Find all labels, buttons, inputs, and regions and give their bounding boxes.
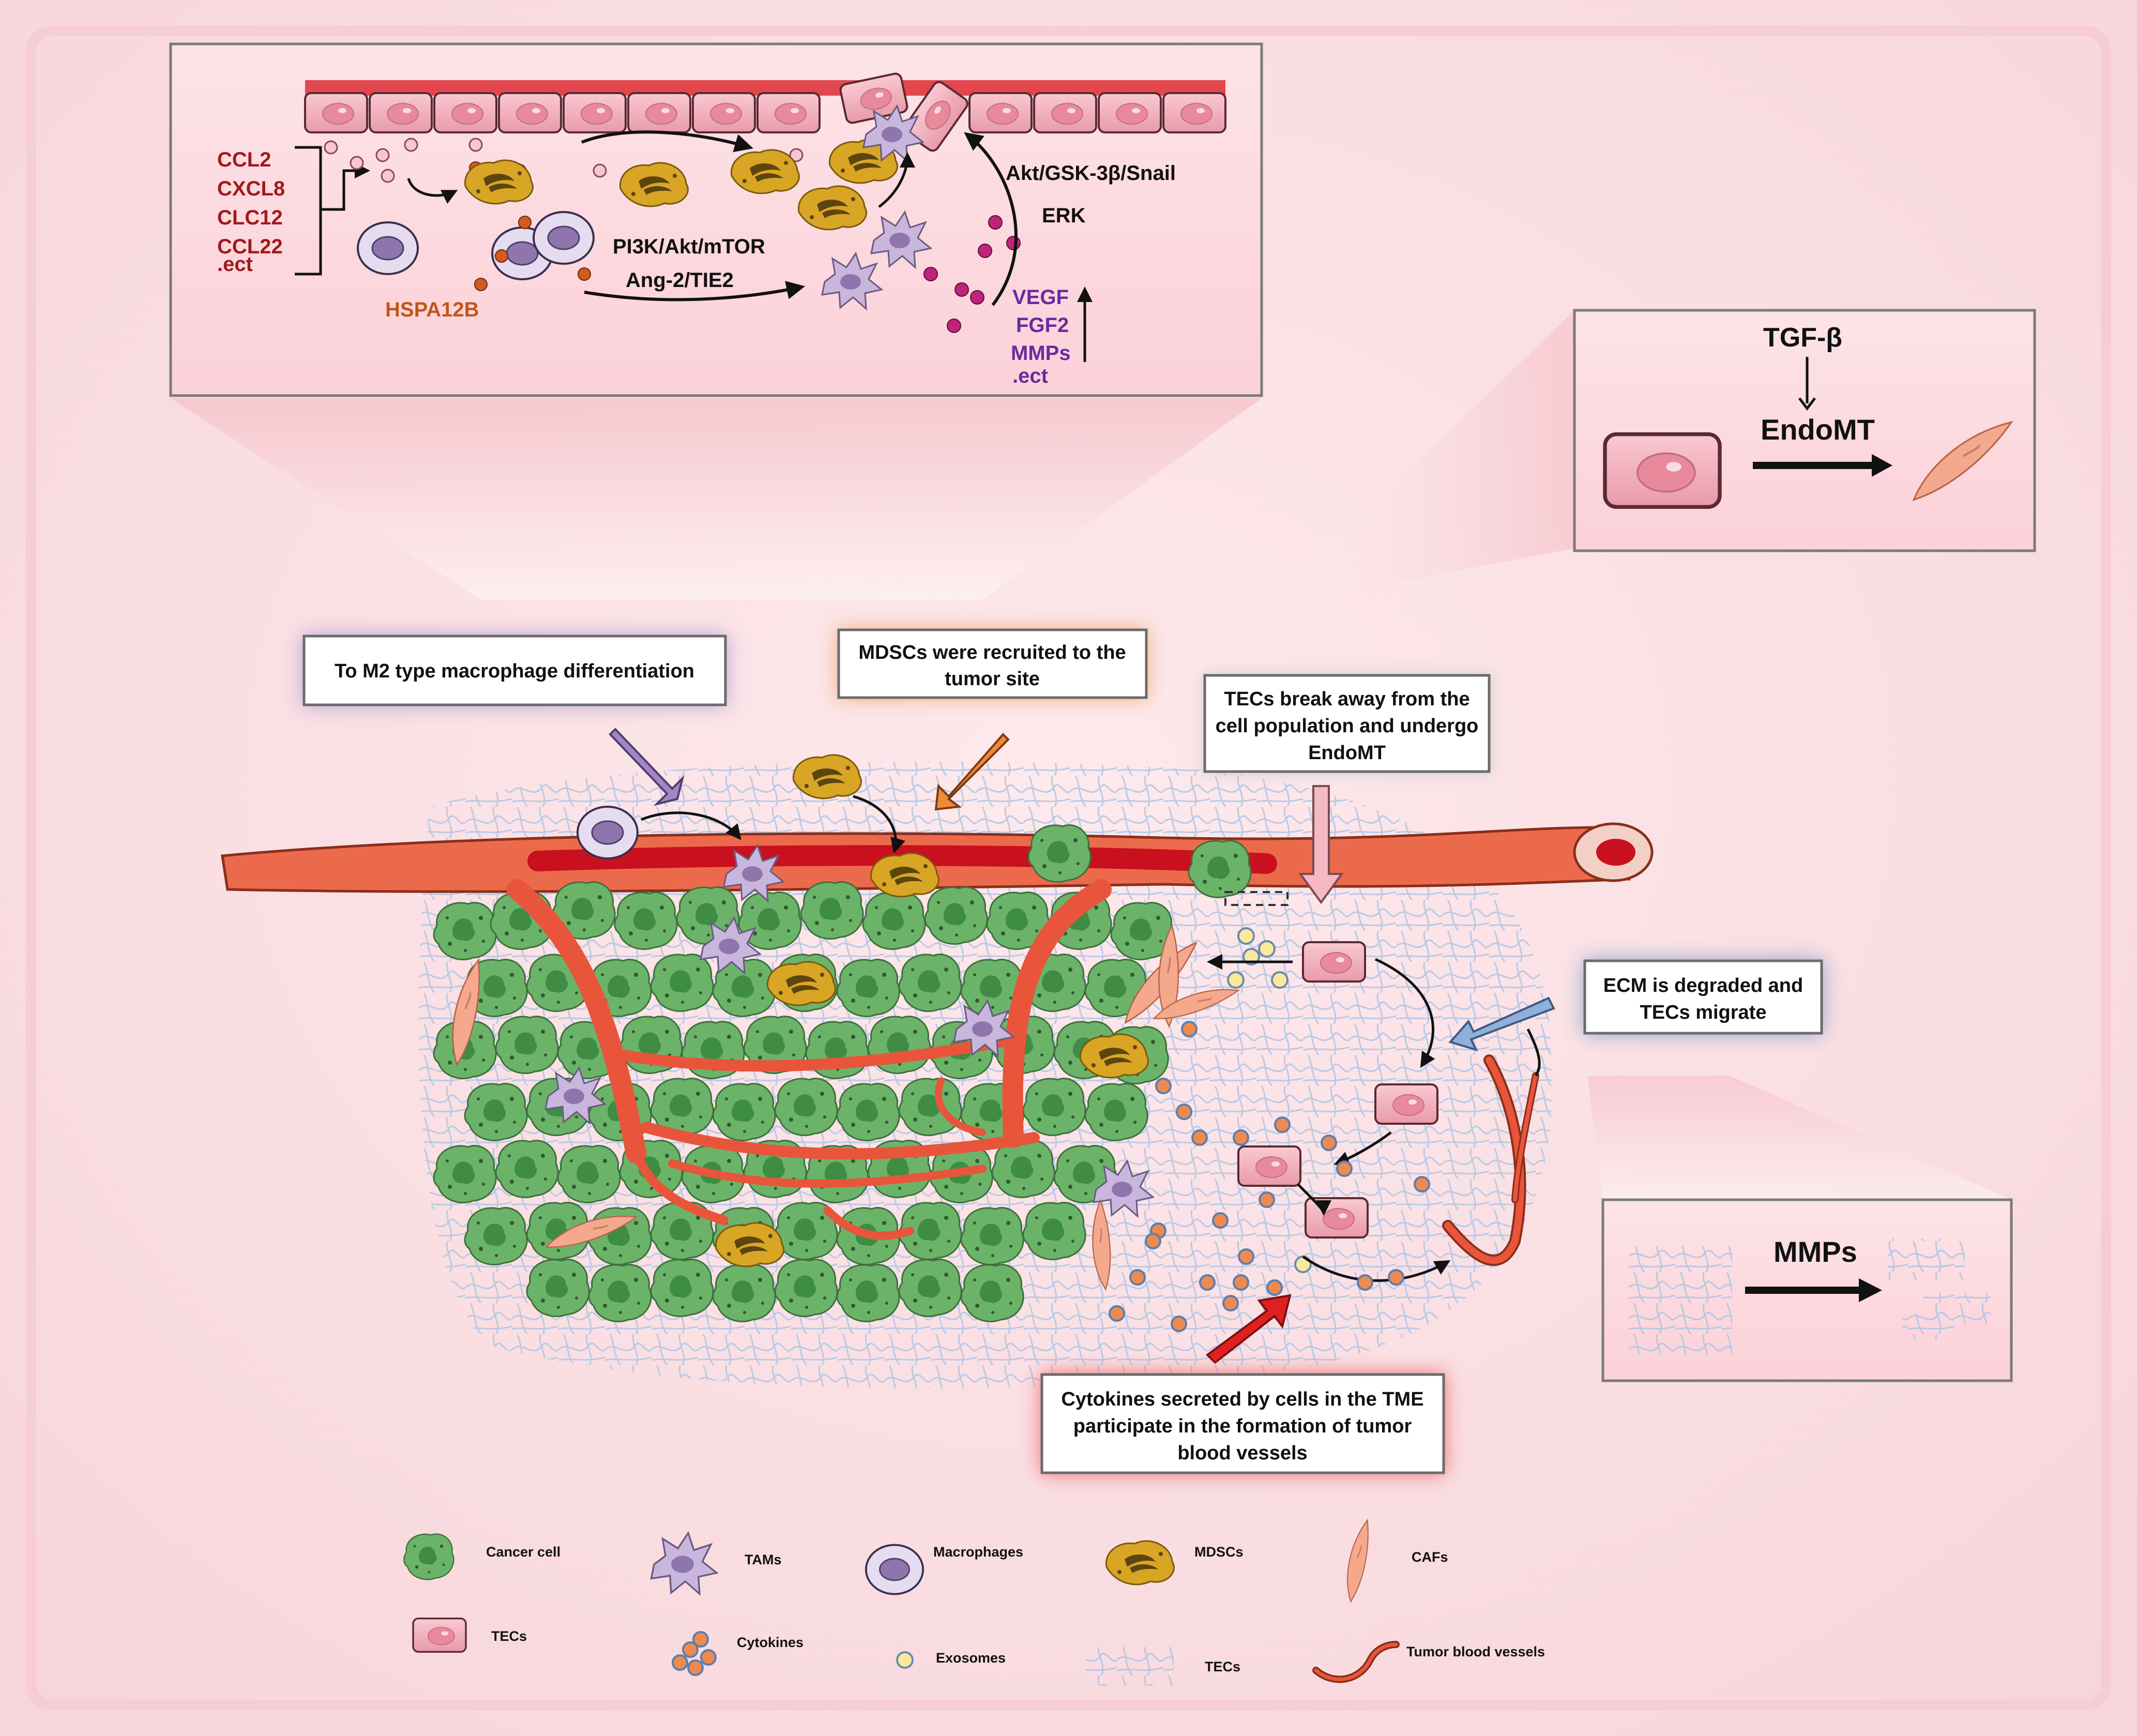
callout-cyto-line3: blood vessels	[1177, 1442, 1307, 1464]
callout-tec-line1: TECs break away from the	[1224, 688, 1469, 710]
frame-glow	[26, 26, 2111, 1710]
legend: Cancer cell TAMs Macrophages MDSCs CAFs …	[403, 1519, 1545, 1686]
tumor-vessel-branches	[507, 879, 1112, 1240]
macrophage-top	[357, 221, 419, 275]
legend-tumor-vessels: Tumor blood vessels	[1312, 1641, 1545, 1683]
tec-breakaway-zone	[1224, 891, 1289, 906]
mmp-label: MMPs	[1774, 1235, 1857, 1268]
legend-cytokines-label: Cytokines	[737, 1635, 804, 1650]
tec-migrating-1	[1302, 941, 1366, 983]
legend-tumor-vessels-label: Tumor blood vessels	[1406, 1644, 1545, 1659]
callout-m2-text: To M2 type macrophage differentiation	[335, 660, 694, 682]
endomt-cone	[1267, 310, 1574, 608]
mmp-cone	[1587, 1076, 2011, 1200]
legend-ecm: TECs	[1086, 1647, 1240, 1686]
callout-ecm: ECM is degraded and TECs migrate	[1583, 959, 1823, 1035]
gf-mmps: MMPs	[1011, 342, 1071, 365]
gf-fgf2: FGF2	[1016, 314, 1069, 337]
arrow-tec-path-1	[1374, 958, 1435, 1068]
chemokine-clc12: CLC12	[217, 206, 283, 229]
chemokine-ccl2: CCL2	[217, 148, 271, 171]
legend-macrophages: Macrophages	[865, 1544, 1023, 1595]
legend-cancer-cell: Cancer cell	[403, 1533, 560, 1580]
pathway-erk: ERK	[1042, 204, 1086, 227]
legend-cytokines: Cytokines	[672, 1631, 804, 1676]
callout-ecm-line1: ECM is degraded and	[1603, 975, 1803, 997]
legend-mdscs: MDSCs	[1105, 1540, 1244, 1586]
big-arrow-ecm	[1448, 997, 1555, 1052]
arrow-tec-path-3	[1297, 1183, 1331, 1216]
legend-cancer-cell-label: Cancer cell	[486, 1544, 560, 1560]
endomt-panel: TGF-β EndoMT	[1267, 309, 2036, 608]
endomt-label: EndoMT	[1761, 413, 1875, 446]
endomt-tec-cell	[1605, 434, 1720, 507]
ecm-intact	[1629, 1246, 1732, 1355]
tme-scene	[221, 728, 1654, 1388]
ecm-degraded-3	[1903, 1314, 1954, 1339]
arrow-mdsc-to-vessel	[853, 795, 905, 854]
legend-mdscs-label: MDSCs	[1194, 1544, 1244, 1560]
callout-cytokine: Cytokines secreted by cells in the TME p…	[1040, 1373, 1445, 1474]
callout-tec-line3: EndoMT	[1308, 742, 1386, 764]
arrow-tec-to-vessel	[1302, 1255, 1451, 1282]
tec-row	[304, 71, 1226, 154]
tgf-beta-label: TGF-β	[1763, 323, 1842, 353]
big-arrow-mdsc	[934, 733, 1010, 811]
callout-tec: TECs break away from the cell population…	[1203, 674, 1491, 773]
legend-exosomes-label: Exosomes	[936, 1650, 1006, 1666]
chemokine-ccl22: CCL22	[217, 235, 283, 258]
arrow-mdsc-migrate	[581, 130, 753, 153]
pathway-akt-gsk: Akt/GSK-3β/Snail	[1006, 162, 1176, 185]
legend-tecs-label: TECs	[491, 1628, 527, 1644]
big-arrow-m2	[609, 728, 685, 806]
big-arrow-tec	[1298, 785, 1344, 904]
endomt-box	[1573, 309, 2036, 552]
ecm-degraded-1	[1887, 1239, 1965, 1280]
legend-tecs: TECs	[412, 1617, 527, 1653]
callout-cyto-line2: participate in the formation of tumor	[1073, 1415, 1412, 1437]
arrow-macro-to-tam	[584, 281, 806, 301]
chemokine-cxcl8: CXCL8	[217, 177, 285, 200]
legend-exosomes: Exosomes	[896, 1650, 1006, 1669]
arrow-vegf-to-tec	[964, 132, 1018, 306]
gf-vegf: VEGF	[1012, 286, 1069, 309]
arrow-macro-to-tam-main	[641, 811, 741, 840]
top-panel-cone	[171, 398, 1262, 600]
pathway-pi3k: PI3K/Akt/mTOR	[613, 235, 765, 258]
legend-ecm-label: TECs	[1205, 1659, 1240, 1674]
callout-cyto-line1: Cytokines secreted by cells in the TME	[1061, 1388, 1423, 1410]
chemokine-etc: .ect	[217, 253, 253, 276]
callout-ecm-line2: TECs migrate	[1640, 1002, 1767, 1023]
callout-m2: To M2 type macrophage differentiation	[302, 635, 727, 706]
legend-cafs: CAFs	[1346, 1519, 1448, 1603]
pathway-ang2: Ang-2/TIE2	[626, 269, 734, 292]
callout-mdsc-line2: tumor site	[945, 668, 1040, 690]
big-arrow-cytokine	[1205, 1294, 1292, 1364]
callout-tec-line2: cell population and undergo	[1216, 715, 1479, 737]
arrow-tam-up	[878, 152, 915, 208]
hspa12b-label: HSPA12B	[385, 298, 479, 321]
legend-cafs-label: CAFs	[1412, 1549, 1448, 1565]
legend-tams: TAMs	[650, 1532, 782, 1595]
legend-macrophages-label: Macrophages	[933, 1544, 1023, 1560]
legend-tams-label: TAMs	[745, 1552, 782, 1567]
callout-mdsc-line1: MDSCs were recruited to the	[858, 642, 1126, 663]
chemokine-bracket	[295, 146, 367, 276]
arrow-chemo-to-mdsc	[407, 178, 458, 204]
mmp-panel: MMPs	[1587, 1076, 2013, 1382]
gf-etc: .ect	[1012, 365, 1048, 387]
callout-mdsc: MDSCs were recruited to the tumor site	[837, 628, 1148, 699]
top-panel: CCL2 CXCL8 CLC12 CCL22 .ect HSPA12B PI3K…	[169, 42, 1263, 600]
